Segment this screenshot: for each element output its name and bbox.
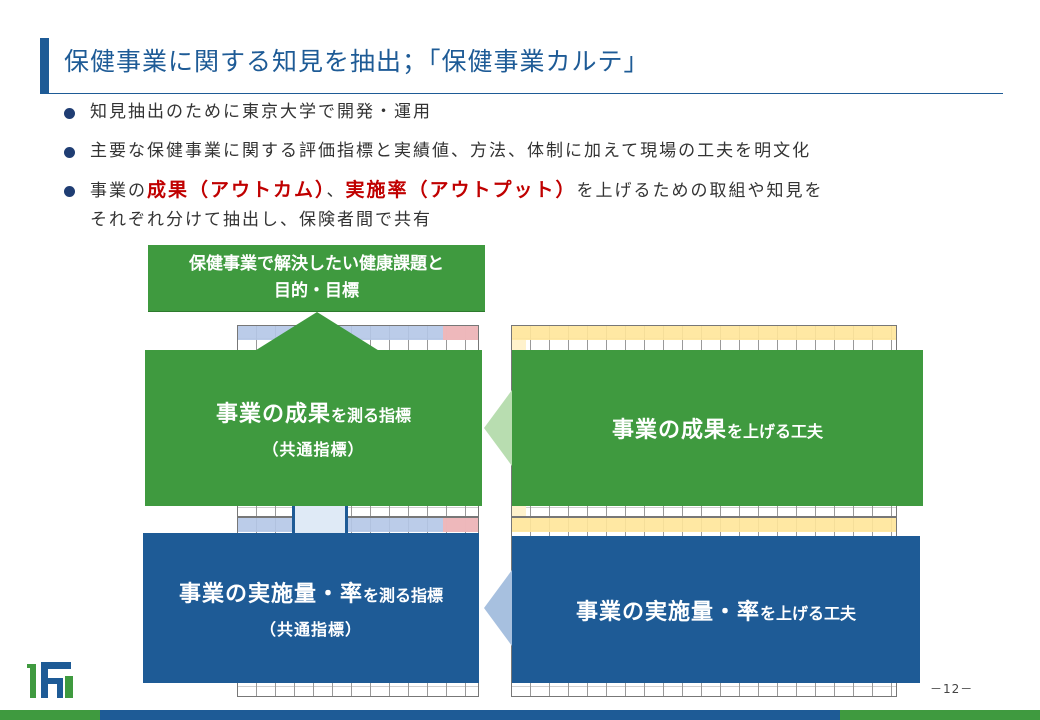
- left-arrow-icon: [484, 390, 512, 466]
- page-title: 保健事業に関する知見を抽出；「保健事業カルテ」: [64, 47, 650, 76]
- up-arrow-icon: [253, 312, 381, 352]
- output-ingenuity-box: 事業の実施量・率を上げる工夫: [512, 536, 920, 683]
- title-accent-bar: [40, 38, 49, 94]
- bullet-list: 知見抽出のために東京大学で開発・運用 主要な保健事業に関する評価指標と実績値、方…: [64, 98, 1004, 235]
- outcome-indicator-box: 事業の成果を測る指標 （共通指標）: [145, 350, 482, 506]
- bullet-dot-icon: [64, 147, 75, 158]
- page-number: －12－: [930, 682, 974, 696]
- output-indicator-box: 事業の実施量・率を測る指標 （共通指標）: [143, 533, 479, 683]
- outcome-highlight: 成果（アウトカム）: [147, 179, 327, 201]
- organization-logo-icon: [27, 662, 73, 698]
- left-arrow-icon: [484, 570, 512, 646]
- footer-stripe-green-right: [840, 710, 1040, 720]
- bullet-item-1: 知見抽出のために東京大学で開発・運用: [64, 98, 1004, 127]
- outcome-ingenuity-box: 事業の成果を上げる工夫: [512, 350, 923, 506]
- bullet-item-2: 主要な保健事業に関する評価指標と実績値、方法、体制に加えて現場の工夫を明文化: [64, 137, 1004, 166]
- health-issue-goal-box: 保健事業で解決したい健康課題と 目的・目標: [148, 245, 485, 312]
- title-divider: [40, 93, 1003, 94]
- footer-stripe-blue: [100, 710, 840, 720]
- bullet-dot-icon: [64, 108, 75, 119]
- output-highlight: 実施率（アウトプット）: [345, 179, 577, 201]
- footer-stripe-green: [0, 710, 100, 720]
- bullet-dot-icon: [64, 186, 75, 197]
- bullet-item-3: 事業の成果（アウトカム）、実施率（アウトプット）を上げるための取組や知見を それ…: [64, 176, 1004, 235]
